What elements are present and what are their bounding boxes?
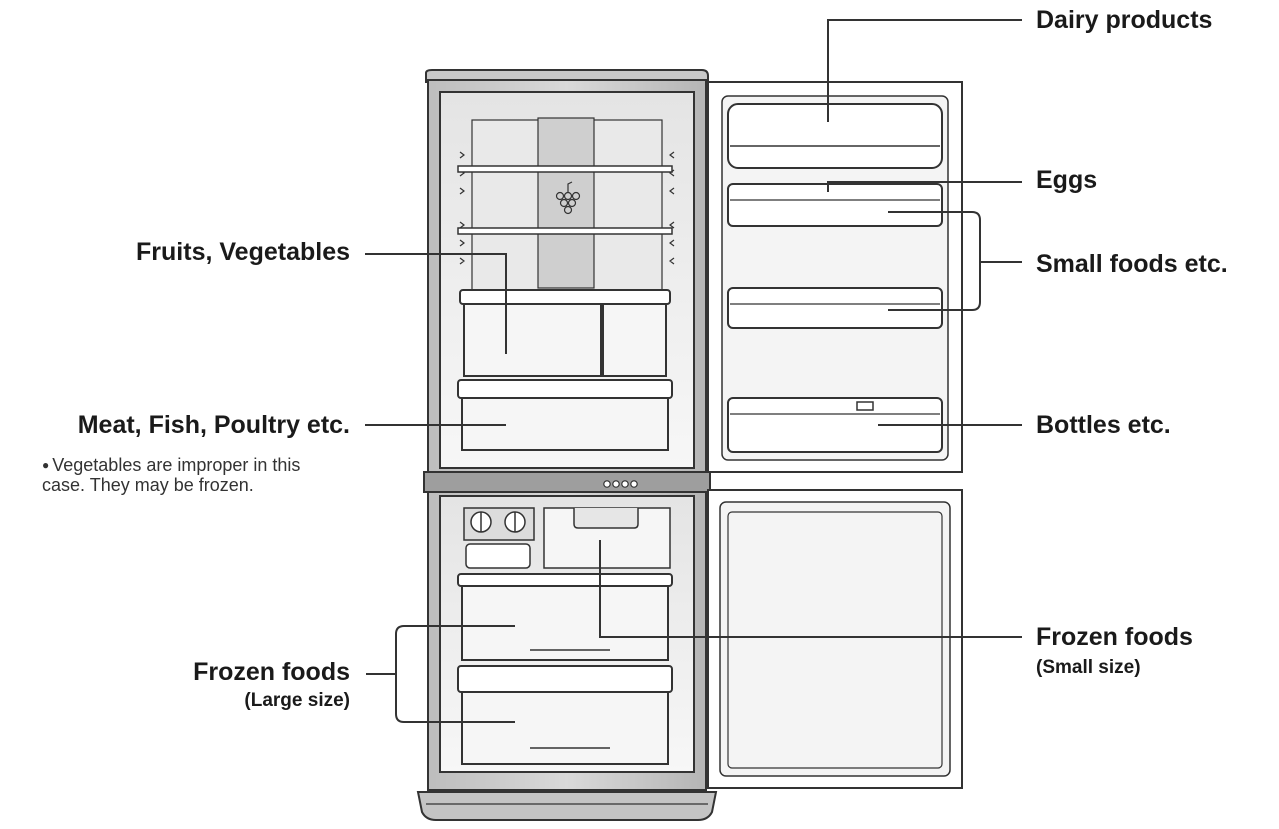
leader-frozen-large xyxy=(366,625,515,723)
fridge-base xyxy=(416,791,718,821)
egg-pocket xyxy=(727,183,943,227)
label-fruits-vegetables: Fruits, Vegetables xyxy=(136,238,350,266)
label-eggs: Eggs xyxy=(1036,166,1098,194)
freezer-drawer-1-lid xyxy=(457,573,673,587)
leader-fruits xyxy=(365,253,507,354)
glass-shelf-upper xyxy=(457,165,673,173)
fridge-center-duct xyxy=(537,117,595,289)
leader-lines xyxy=(365,19,1022,723)
crisper-drawer xyxy=(463,303,667,377)
small-freezer-tray-handle xyxy=(573,508,639,529)
leader-dairy xyxy=(827,19,1022,122)
meat-note-text: Vegetables are improper in this case. Th… xyxy=(42,455,301,495)
fridge-body xyxy=(416,69,718,821)
leader-eggs xyxy=(827,181,1022,192)
freezer-door-liner xyxy=(719,501,951,777)
control-buttons xyxy=(603,480,638,488)
bullet-icon: ● xyxy=(42,458,50,472)
label-small-foods: Small foods etc. xyxy=(1036,250,1228,278)
meat-note: ●Vegetables are improper in this case. T… xyxy=(42,455,312,495)
freezer-drawer-2 xyxy=(461,691,669,765)
meat-drawer-lid xyxy=(457,379,673,399)
grapes-icon xyxy=(555,181,581,215)
freezer-drawer-2-lid xyxy=(457,665,673,693)
fridge-door xyxy=(707,81,963,473)
label-frozen-small-size: (Small size) xyxy=(1036,657,1141,678)
dairy-compartment xyxy=(727,103,943,169)
label-bottles: Bottles etc. xyxy=(1036,411,1171,439)
crisper-lid xyxy=(459,289,671,305)
shelf-rail-notches xyxy=(459,151,675,265)
freezer-door xyxy=(707,489,963,789)
leader-frozen-small xyxy=(599,540,1022,638)
label-meat-fish-poultry: Meat, Fish, Poultry etc. xyxy=(77,411,350,439)
label-frozen-foods-large: Frozen foods xyxy=(193,658,350,686)
label-dairy-products: Dairy products xyxy=(1036,6,1213,34)
label-frozen-large-size: (Large size) xyxy=(244,690,350,711)
door-pocket-middle xyxy=(727,287,943,329)
freezer-drawer-1 xyxy=(461,585,669,661)
bottle-stopper xyxy=(856,401,874,411)
leader-small-foods xyxy=(888,211,1022,311)
glass-shelf-middle xyxy=(457,227,673,235)
ice-maker xyxy=(463,507,535,569)
label-frozen-foods-small: Frozen foods xyxy=(1036,623,1193,651)
compartment-divider xyxy=(423,471,711,493)
